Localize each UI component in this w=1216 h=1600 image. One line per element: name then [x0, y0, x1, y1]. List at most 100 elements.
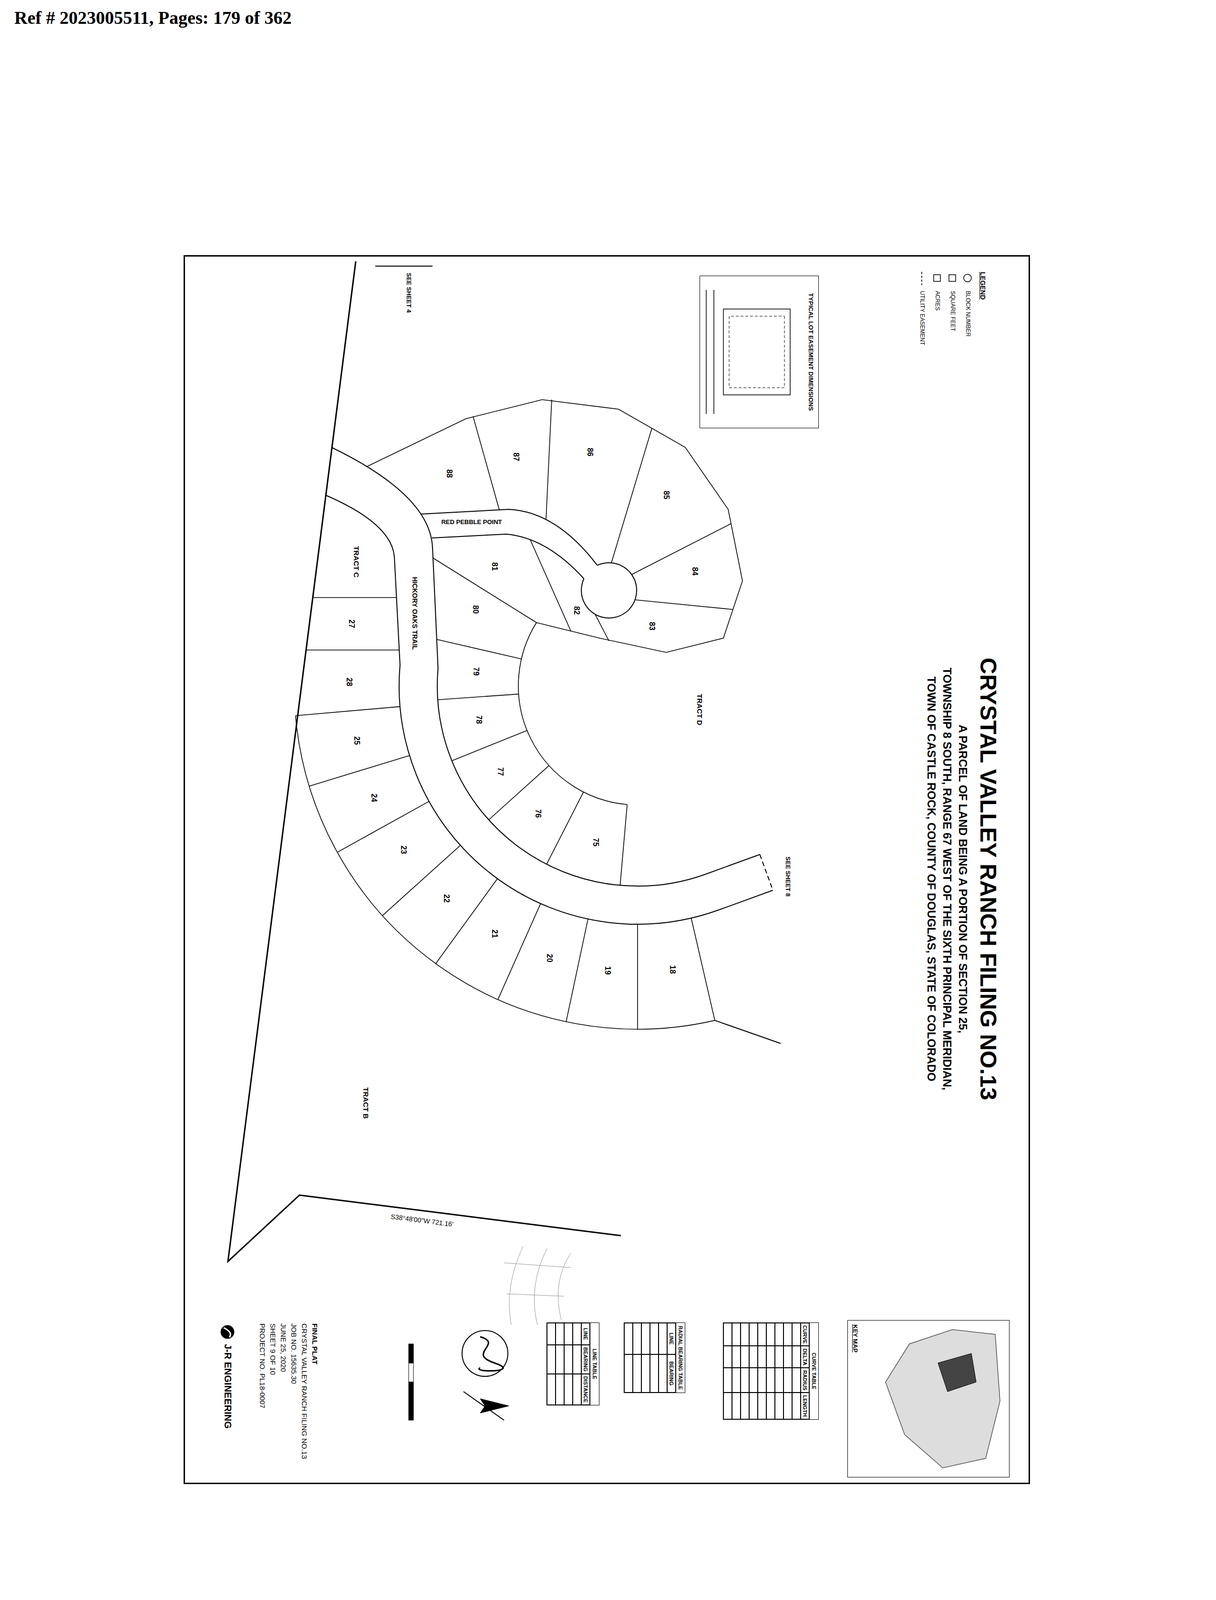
match-line [759, 854, 773, 891]
road-edge [331, 447, 707, 887]
table-cell [740, 1345, 750, 1368]
table-cell [740, 1322, 750, 1346]
table-cell [572, 1373, 582, 1405]
sheet-reference: SEE SHEET 4 [405, 271, 413, 314]
road-edge [325, 494, 720, 925]
sheet-reference: SEE SHEET 8 [784, 855, 792, 898]
legend-symbol [963, 274, 972, 282]
boundary-line [714, 1020, 781, 1044]
box-heading: TYPICAL LOT EASEMENT DIMENSIONS [807, 293, 815, 412]
lot-number: 28 [344, 676, 354, 688]
table-cell [766, 1322, 775, 1346]
table-cell [632, 1322, 642, 1355]
lot-number: 79 [471, 666, 481, 677]
table-cell [555, 1373, 565, 1405]
north-arrow [463, 1391, 505, 1421]
table-cell [555, 1322, 565, 1345]
signature [479, 1336, 504, 1371]
lot-number: 87 [511, 451, 521, 463]
curve-table: CURVE TABLECURVEDELTARADIUSLENGTH [722, 1322, 819, 1420]
lot-number: 88 [444, 468, 454, 479]
title-block-text: JUNE 25, 2020 [278, 1322, 288, 1373]
table-header-cell: LINE [667, 1322, 676, 1355]
plat-subtitle: A PARCEL OF LAND BEING A PORTION OF SECT… [956, 723, 970, 1034]
table-cell [783, 1392, 793, 1419]
tract-label: TRACT B [361, 1086, 370, 1120]
table-cell [766, 1345, 775, 1368]
street-name: RED PEBBLE POINT [440, 518, 503, 526]
table-cell [731, 1322, 741, 1346]
table-cell [740, 1392, 750, 1419]
document-reference: Ref # 2023005511, Pages: 179 of 362 [14, 7, 292, 29]
lot-line [305, 597, 400, 650]
typical-road [706, 289, 714, 414]
key-map-site [937, 1353, 977, 1392]
table-cell [749, 1345, 758, 1368]
table-cell [564, 1373, 573, 1405]
lot-line [518, 622, 628, 805]
table-cell [740, 1367, 750, 1393]
lot-number: 21 [490, 928, 499, 939]
table-header-cell: CURVE [800, 1322, 810, 1346]
table-cell [749, 1367, 758, 1393]
key-map-area [885, 1329, 1000, 1468]
lot-line [295, 706, 715, 1030]
table-cell [774, 1345, 784, 1368]
table-cell [546, 1373, 556, 1405]
table-cell [783, 1367, 793, 1393]
legend-text: BLOCK NUMBER [964, 290, 971, 337]
property-boundary [227, 261, 621, 1262]
table-heading: LINE TABLE [589, 1322, 599, 1405]
plat-title: CRYSTAL VALLEY RANCH FILING NO.13 [974, 657, 1001, 1101]
lot-number: 18 [668, 964, 677, 975]
table-cell [564, 1322, 573, 1345]
lot-number: 85 [661, 489, 671, 501]
lot-line [432, 557, 628, 886]
lot-number: 84 [690, 566, 700, 577]
table-cell [658, 1354, 668, 1393]
table-cell [757, 1322, 767, 1346]
sheet-bracket [375, 265, 433, 267]
table-cell [766, 1367, 775, 1393]
lot-number: 20 [545, 952, 554, 964]
table-cell [624, 1354, 633, 1393]
table-cell [757, 1367, 767, 1393]
table-cell [766, 1392, 775, 1419]
legend-text: UTILITY EASEMENT [918, 290, 926, 346]
scale-bar [408, 1343, 414, 1421]
plat-drawing [182, 256, 1029, 1486]
line-table: LINE TABLELINEBEARINGDISTANCE [546, 1322, 600, 1406]
typical-easement [729, 316, 785, 388]
table-cell [649, 1322, 659, 1355]
lot-line [295, 715, 715, 1030]
table-cell [731, 1367, 741, 1393]
table-cell [774, 1367, 784, 1393]
table-cell [774, 1392, 784, 1419]
title-block-text: SHEET 9 OF 10 [268, 1322, 277, 1376]
radial-bearing-table: RADIAL BEARING TABLELINEBEARING [623, 1322, 686, 1393]
lot-number: 82 [572, 605, 581, 616]
table-cell [564, 1344, 573, 1374]
table-cell [546, 1322, 556, 1345]
company-logo [223, 1327, 231, 1338]
lot-number: 80 [471, 604, 480, 615]
lot-line [473, 399, 733, 641]
table-cell [749, 1322, 758, 1346]
table-cell [783, 1322, 793, 1346]
typical-lot [723, 309, 791, 395]
table-cell [749, 1392, 758, 1419]
lot-number: 22 [442, 893, 451, 904]
table-cell [757, 1345, 767, 1368]
table-cell [723, 1345, 732, 1368]
street-edge [432, 534, 585, 579]
legend-heading: LEGEND [978, 270, 987, 301]
table-header-cell: BEARING [581, 1344, 590, 1374]
table-heading: CURVE TABLE [809, 1322, 819, 1420]
table-cell [641, 1322, 650, 1355]
table-cell [624, 1322, 633, 1355]
table-header-cell: LENGTH [800, 1392, 810, 1419]
legend-text: ACRES [933, 290, 941, 311]
lot-number: 27 [347, 618, 356, 629]
title-block-text: FINAL PLAT [310, 1322, 319, 1366]
lot-number: 86 [585, 446, 595, 458]
